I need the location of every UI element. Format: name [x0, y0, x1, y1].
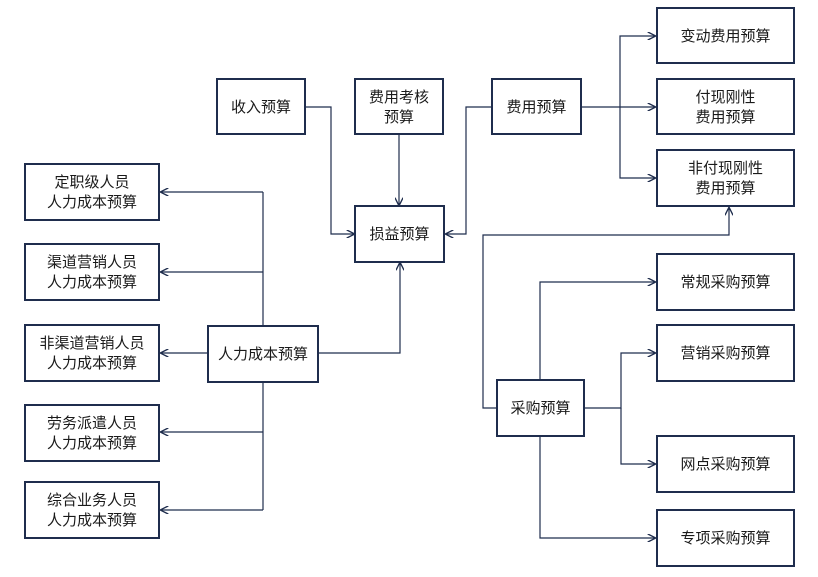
edge-purchase-to-regular — [539, 282, 655, 379]
purchase-budget-node: 采购预算 — [496, 379, 585, 437]
variable-expense-budget-node: 变动费用预算 — [656, 7, 795, 64]
node-label: 人力成本预算 — [46, 273, 137, 291]
node-label: 变动费用预算 — [680, 26, 771, 45]
edge-purchase-to-outlet — [620, 408, 655, 464]
edge-purchase-to-marketing — [585, 353, 655, 409]
channel-marketing-staff-budget-node: 渠道营销人员 人力成本预算 — [24, 243, 160, 301]
outlet-purchase-budget-node: 网点采购预算 — [656, 435, 795, 493]
node-label: 采购预算 — [510, 399, 571, 417]
node-label: 网点采购预算 — [680, 455, 771, 473]
special-purchase-budget-node: 专项采购预算 — [656, 509, 795, 567]
node-label: 费用预算 — [695, 107, 756, 126]
node-label: 常规采购预算 — [680, 273, 771, 291]
noncash-rigid-expense-budget-node: 非付现刚性 费用预算 — [656, 149, 795, 207]
node-label: 非渠道营销人员 — [39, 334, 145, 352]
node-label: 人力成本预算 — [217, 345, 308, 363]
non-channel-marketing-staff-budget-node: 非渠道营销人员 人力成本预算 — [24, 324, 160, 382]
node-label: 渠道营销人员 — [46, 253, 137, 271]
fixed-rank-staff-budget-node: 定职级人员 人力成本预算 — [24, 163, 160, 221]
node-label: 综合业务人员 — [46, 491, 137, 509]
node-label: 人力成本预算 — [46, 354, 137, 372]
node-label: 非付现刚性 — [687, 159, 763, 177]
node-label: 人力成本预算 — [46, 511, 137, 529]
edge-purchase-to-special — [539, 437, 655, 538]
expense-evaluation-budget-node: 费用考核 预算 — [354, 78, 444, 135]
edge-expense-to-noncash — [619, 107, 655, 178]
marketing-purchase-budget-node: 营销采购预算 — [656, 324, 795, 382]
cash-rigid-expense-budget-node: 付现刚性 费用预算 — [656, 78, 795, 135]
node-label: 人力成本预算 — [46, 434, 137, 452]
income-budget-node: 收入预算 — [216, 78, 306, 135]
dispatch-staff-budget-node: 劳务派遣人员 人力成本预算 — [24, 404, 160, 462]
node-label: 定职级人员 — [54, 173, 130, 191]
node-label: 预算 — [383, 107, 414, 126]
node-label: 费用预算 — [695, 179, 756, 197]
regular-purchase-budget-node: 常规采购预算 — [656, 253, 795, 311]
profit-loss-budget-node: 损益预算 — [354, 205, 445, 263]
edge-purchase-to-noncash — [482, 208, 729, 409]
node-label: 收入预算 — [230, 97, 291, 116]
node-label: 人力成本预算 — [46, 193, 137, 211]
general-business-staff-budget-node: 综合业务人员 人力成本预算 — [24, 481, 160, 539]
node-label: 营销采购预算 — [680, 344, 771, 362]
edge-expense-to-pl — [446, 106, 491, 234]
hr-cost-budget-node: 人力成本预算 — [207, 325, 319, 383]
node-label: 费用预算 — [506, 97, 567, 116]
edge-hr-to-pl — [319, 263, 400, 354]
expense-budget-node: 费用预算 — [491, 78, 582, 135]
node-label: 损益预算 — [369, 225, 430, 243]
node-label: 劳务派遣人员 — [46, 414, 137, 432]
node-label: 专项采购预算 — [680, 529, 771, 547]
node-label: 费用考核 — [368, 87, 429, 106]
node-label: 付现刚性 — [695, 87, 756, 106]
edge-income-to-pl — [305, 106, 354, 234]
edge-expense-to-var — [582, 36, 655, 108]
